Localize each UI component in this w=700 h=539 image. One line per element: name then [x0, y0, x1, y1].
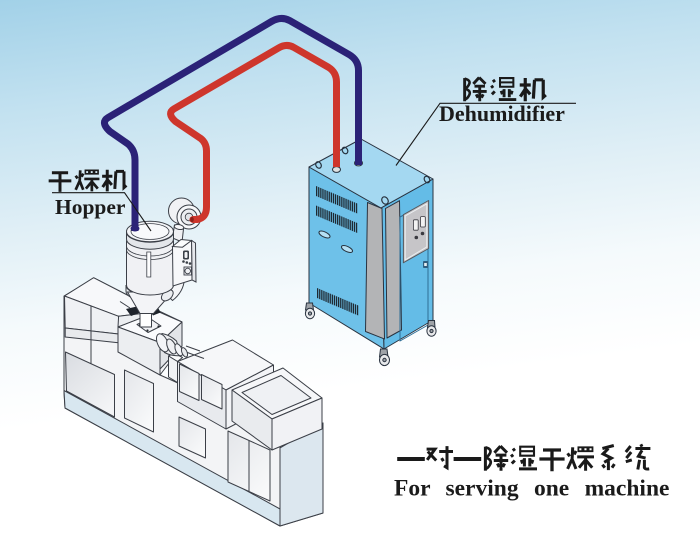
- svg-text:For serving one machine: For serving one machine: [394, 476, 669, 502]
- svg-text:Dehumidifier: Dehumidifier: [439, 101, 565, 126]
- svg-text:Hopper: Hopper: [55, 195, 126, 219]
